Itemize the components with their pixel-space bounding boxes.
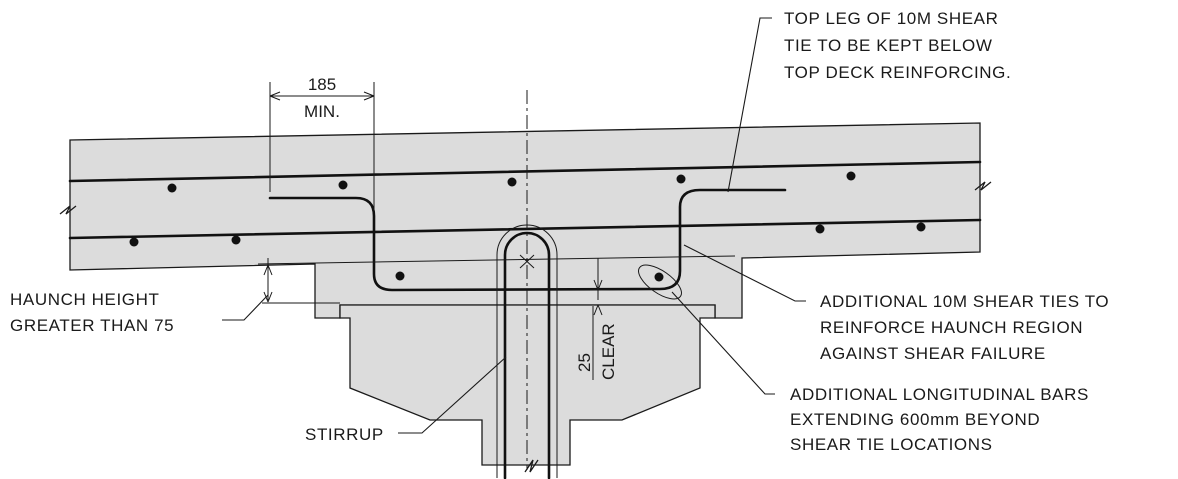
note-line: ADDITIONAL LONGITUDINAL BARS [790, 385, 1089, 404]
note-line: GREATER THAN 75 [10, 316, 174, 335]
haunch-height-leader [222, 294, 269, 321]
min-dimension-arrows [269, 91, 375, 101]
top-deck-reinforcing [68, 160, 982, 183]
stirrup-leader [398, 356, 507, 434]
note-line: TOP LEG OF 10M SHEAR [784, 9, 999, 28]
note-line: REINFORCE HAUNCH REGION [820, 318, 1083, 337]
note-longitudinal-bars: ADDITIONAL LONGITUDINAL BARS EXTENDING 6… [790, 385, 1094, 454]
right-break-line [974, 181, 992, 191]
haunch-height-dim-arrows [263, 264, 273, 303]
bar-dot [338, 180, 348, 190]
note-line: ADDITIONAL 10M SHEAR TIES TO [820, 292, 1109, 311]
note-line: HAUNCH HEIGHT [10, 290, 159, 309]
note-line: SHEAR TIE LOCATIONS [790, 435, 993, 454]
haunch-bar-callout-ellipse [638, 264, 682, 300]
clear-dim-label: CLEAR [599, 323, 618, 380]
clear-dim-line [590, 258, 610, 300]
note-line: EXTENDING 600mm BEYOND [790, 410, 1040, 429]
clear-dim-arrows [593, 279, 603, 316]
longitudinal-bars-leader [671, 291, 775, 395]
min-dimension-value: 185 [308, 75, 336, 94]
bar-dot [231, 235, 241, 245]
note-haunch-height: HAUNCH HEIGHT GREATER THAN 75 [10, 290, 174, 335]
note-line: TIE TO BE KEPT BELOW [784, 36, 993, 55]
note-additional-ties: ADDITIONAL 10M SHEAR TIES TO REINFORCE H… [820, 292, 1115, 363]
haunch-bar-right [654, 272, 664, 282]
bar-dot [815, 224, 825, 234]
min-dimension-label: MIN. [304, 102, 340, 121]
note-line: AGAINST SHEAR FAILURE [820, 344, 1046, 363]
note-line: TOP DECK REINFORCING. [784, 63, 1011, 82]
bar-dot [916, 222, 926, 232]
haunch-bar-left [395, 271, 405, 281]
bar-dot [507, 177, 517, 187]
bottom-deck-reinforcing [68, 218, 982, 240]
clear-dim-value: 25 [575, 353, 594, 372]
deck-longitudinal-bars [129, 171, 926, 247]
web-break-line [524, 459, 539, 473]
haunch-reference-line [257, 255, 736, 265]
bar-dot [167, 183, 177, 193]
left-break-line [59, 205, 77, 215]
bar-dot [846, 171, 856, 181]
bar-dot [676, 174, 686, 184]
bar-dot [129, 237, 139, 247]
note-stirrup: STIRRUP [305, 425, 384, 444]
centerline-mark [519, 254, 535, 269]
additional-shear-tie [268, 188, 787, 292]
note-top-leg: TOP LEG OF 10M SHEAR TIE TO BE KEPT BELO… [784, 9, 1011, 82]
top-leg-leader [727, 17, 772, 193]
additional-ties-leader [683, 244, 806, 302]
